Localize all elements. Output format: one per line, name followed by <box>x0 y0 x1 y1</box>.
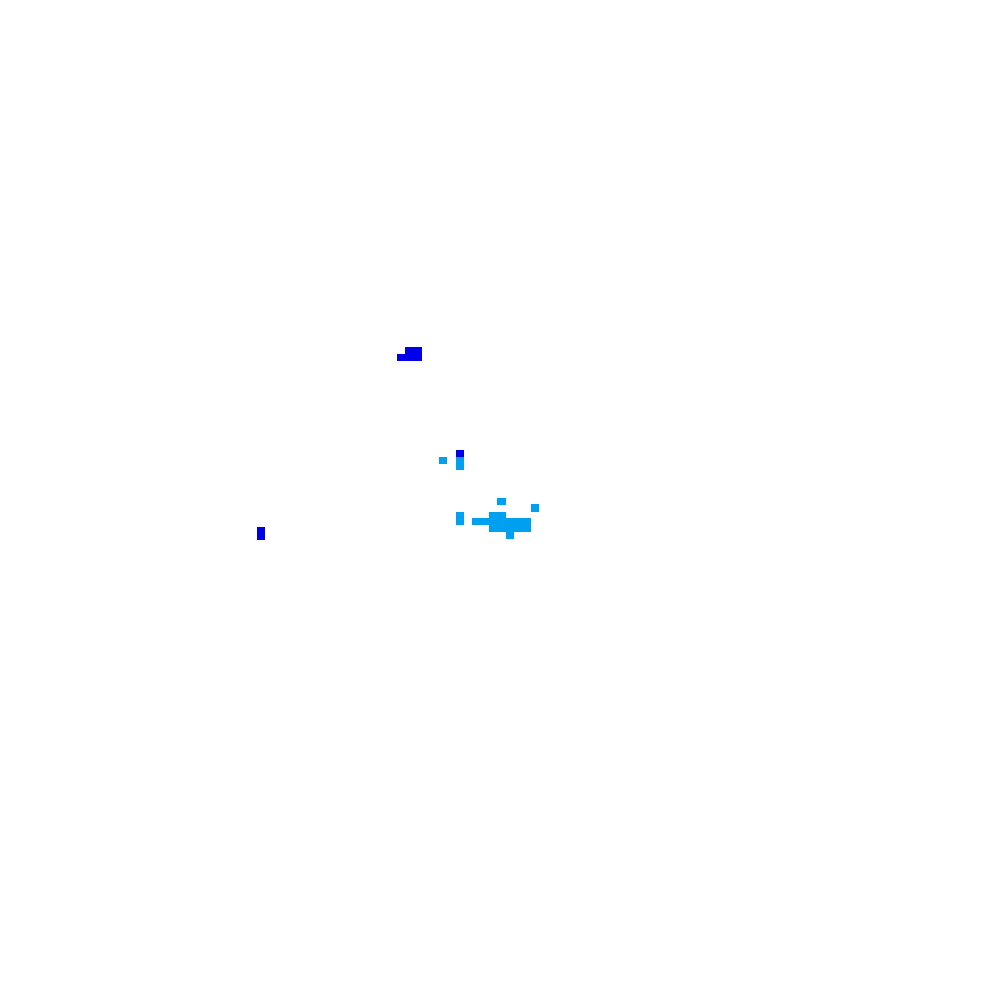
pixel-block <box>489 525 531 532</box>
pixel-block <box>456 512 464 525</box>
pixel-block <box>531 504 539 512</box>
pixel-block <box>456 457 464 470</box>
dark-blue-cluster <box>257 347 464 540</box>
pixel-block <box>397 354 422 361</box>
pixel-block <box>257 527 265 540</box>
pixel-block <box>489 512 506 519</box>
pixel-block <box>497 498 506 505</box>
pixel-block <box>405 347 422 355</box>
pixel-block <box>506 531 514 539</box>
light-blue-cluster <box>439 457 539 539</box>
pixel-block <box>456 450 464 457</box>
pixel-block <box>472 518 531 525</box>
pixel-block <box>439 457 447 464</box>
